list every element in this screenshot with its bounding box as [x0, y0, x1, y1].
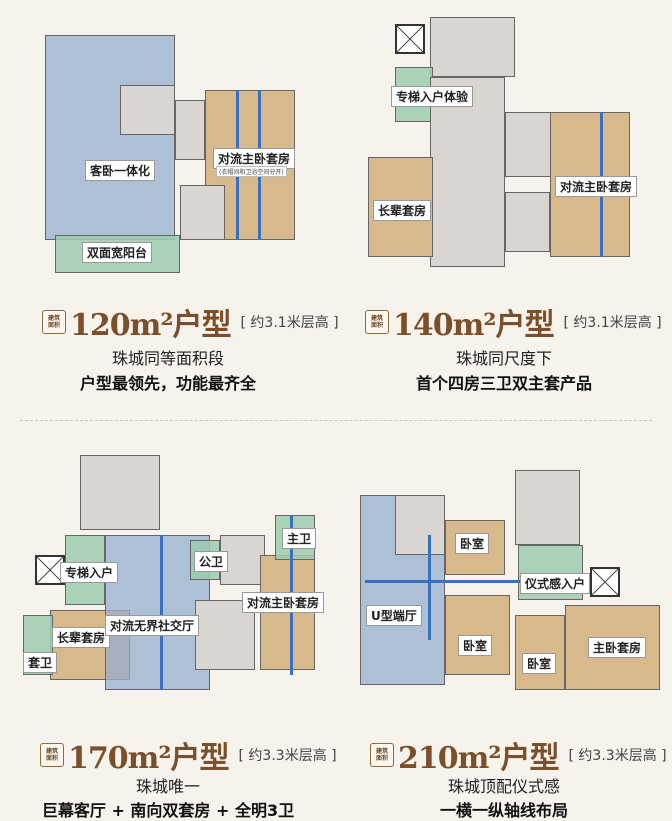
terrace-block: [430, 17, 515, 77]
plan-size: 140m²户型: [393, 308, 555, 343]
title-170: 建筑面积 170m²户型 [ 约3.3米层高 ]: [40, 733, 337, 777]
room-label: 对流主卧套房: [242, 592, 325, 613]
room-sublabel: (衣帽间和卫浴空间分开): [216, 166, 287, 177]
room-label: 对流无界社交厅: [105, 615, 200, 636]
title-210: 建筑面积 210m²户型 [ 约3.3米层高 ]: [370, 733, 667, 777]
area-badge: 建筑面积: [370, 743, 394, 767]
terrace-block: [515, 470, 580, 545]
room-label: 对流主卧套房: [555, 176, 638, 197]
subtitle-line: 珠城唯一: [135, 777, 200, 796]
room-label: 主卧套房: [588, 637, 647, 658]
headline-line: 户型最领先，功能最齐全: [79, 374, 256, 393]
room-label: 长辈套房: [373, 200, 432, 221]
section-divider: [20, 420, 652, 421]
dining-area: [395, 495, 445, 555]
room-label: 公卫: [194, 551, 229, 572]
living-room-area: [45, 35, 175, 240]
bedroom-block: [120, 85, 175, 135]
subtitle-line: 珠城同尺度下: [455, 349, 552, 368]
room-label: 卧室: [458, 635, 493, 656]
airflow-arrow: [160, 535, 163, 690]
subtitle-line: 珠城同等面积段: [111, 349, 224, 368]
subtitle-line: 珠城顶配仪式感: [447, 777, 560, 796]
headline-line: 首个四房三卫双主套产品: [415, 374, 592, 393]
title-120: 建筑面积 120m²户型 [ 约3.1米层高 ]: [42, 300, 339, 344]
terrace-block: [80, 455, 160, 530]
bedroom-block-2: [180, 185, 225, 240]
room-label: 仪式感入户: [520, 573, 591, 594]
ceiling-note: [ 约3.1米层高 ]: [563, 315, 662, 331]
room-label: 卧室: [455, 533, 490, 554]
floorplan-140: 专梯入户体验 长辈套房 对流主卧套房: [365, 12, 638, 277]
headline-line: 巨幕客厅 + 南向双套房 + 全明3卫: [41, 801, 295, 820]
living-area: [430, 77, 505, 267]
room-label: 对流主卧套房: [213, 148, 296, 169]
area-badge: 建筑面积: [40, 743, 64, 767]
room-label: 主卫: [282, 528, 317, 549]
room-label: 专梯入户体验: [391, 86, 474, 107]
bedroom-block-2: [505, 192, 550, 252]
area-badge: 建筑面积: [42, 310, 66, 334]
elevator-icon: [590, 567, 620, 597]
axis-arrow-vertical: [428, 535, 431, 640]
axis-arrow-horizontal: [365, 580, 525, 583]
room-label: 双面宽阳台: [82, 242, 153, 263]
room-label: 客卧一体化: [85, 160, 156, 181]
ceiling-note: [ 约3.1米层高 ]: [240, 315, 339, 331]
elevator-icon: [395, 24, 425, 54]
plan-size: 170m²户型: [68, 741, 230, 776]
bedroom-area-3: [515, 615, 565, 690]
headline-line: 一横一纵轴线布局: [439, 801, 568, 820]
plan-size: 210m²户型: [398, 741, 560, 776]
room-label: 卧室: [522, 653, 557, 674]
room-block: [175, 100, 205, 160]
bedroom-block: [505, 112, 555, 177]
room-label: 专梯入户: [60, 562, 119, 583]
floorplan-170: 专梯入户 长辈套房 套卫 对流无界社交厅 公卫 主卫 对流主卧套房: [20, 440, 330, 705]
room-label: U型端厅: [366, 605, 422, 626]
ceiling-note: [ 约3.3米层高 ]: [238, 748, 337, 764]
ceiling-note: [ 约3.3米层高 ]: [568, 748, 667, 764]
title-140: 建筑面积 140m²户型 [ 约3.1米层高 ]: [365, 300, 662, 344]
floorplan-120: 客卧一体化 对流主卧套房 (衣帽间和卫浴空间分开) 双面宽阳台: [40, 30, 300, 280]
floorplan-210: 卧室 U型端厅 仪式感入户 卧室 卧室 主卧套房: [350, 465, 665, 695]
room-label: 长辈套房: [52, 627, 111, 648]
room-label: 套卫: [23, 652, 58, 673]
area-badge: 建筑面积: [365, 310, 389, 334]
plan-size: 120m²户型: [70, 308, 232, 343]
